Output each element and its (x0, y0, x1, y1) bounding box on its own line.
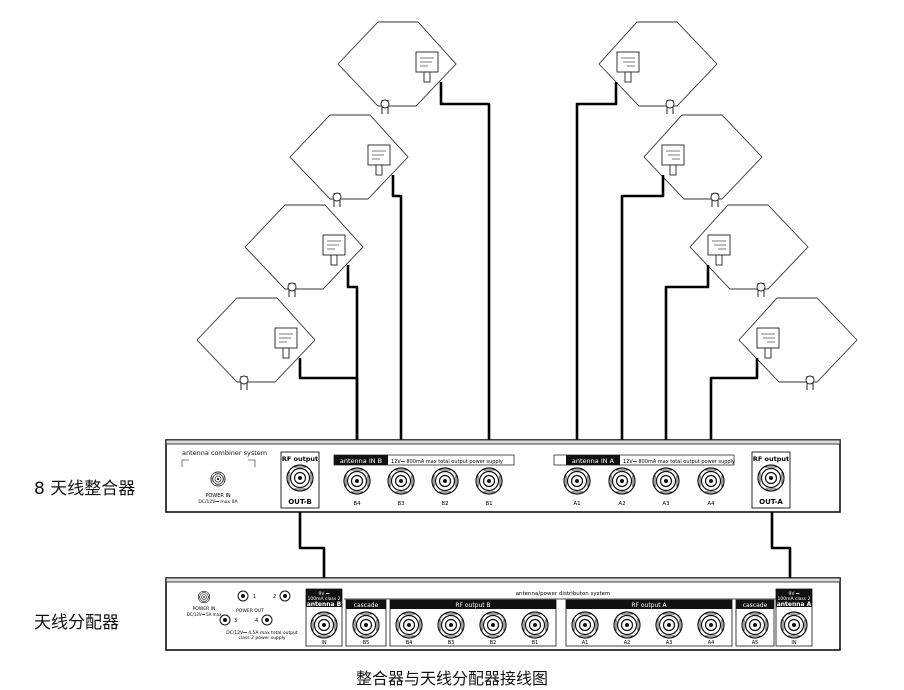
antenna-left-1 (337, 21, 457, 115)
distributor-port-b2: B2 (490, 640, 497, 646)
combiner-power-jack[interactable] (210, 471, 226, 487)
distributor-ant-b-spec-2: 100mA class 2 (308, 596, 341, 602)
distributor-power-jack[interactable] (197, 590, 211, 604)
distributor-port-a1: A1 (582, 640, 589, 646)
distributor-power-out: POWER OUT (236, 608, 264, 614)
combiner-group-a: antenna IN A (572, 457, 615, 465)
distributor-power-out-label-4: 4 (255, 618, 258, 624)
combiner-port-a3: A3 (662, 501, 670, 507)
combiner-port-b2: B2 (441, 501, 448, 507)
combiner-out-a-label: OUT-A (759, 498, 783, 506)
distributor-out-b4-jack[interactable] (395, 611, 423, 639)
distributor-ant-b-title: antenna B (307, 601, 342, 608)
distributor-out-b1-jack[interactable] (521, 611, 549, 639)
distributor-power-spec: DC/12V⎓ 5A max (187, 612, 222, 617)
distributor-port-b4: B4 (406, 640, 413, 646)
distributor-power-out-4[interactable] (261, 614, 273, 626)
antenna-left-3 (244, 204, 364, 298)
antenna-left-4 (196, 297, 316, 391)
combiner-unit: antenna combiner system POWER IN DC/12V⎓… (165, 439, 841, 513)
distributor-power-out-label-1: 1 (253, 594, 256, 600)
combiner-port-a1: A1 (573, 501, 580, 507)
distributor-port-b3: B3 (448, 640, 455, 646)
combiner-out-b-label: OUT-B (288, 498, 312, 506)
combiner-name: antenna combiner system (182, 449, 267, 457)
combiner-out-b-jack[interactable] (286, 464, 314, 492)
distributor-cascade-a-jack[interactable] (741, 611, 769, 639)
combiner-power-label: POWER IN (205, 493, 231, 499)
distributor-ant-a-title: antenna A (777, 601, 812, 608)
combiner-in-b4-jack[interactable] (343, 467, 371, 495)
distributor-out-a2-jack[interactable] (613, 611, 641, 639)
combiner-rf-output-a: RF output (753, 455, 789, 463)
distributor-out-a1-jack[interactable] (571, 611, 599, 639)
distributor-cascade-b-port: B5 (363, 640, 370, 646)
diagram-caption: 整合器与天线分配器接线图 (355, 669, 548, 688)
distributor-ant-b-spec-1: 9V ⎓ (319, 591, 330, 597)
antenna-left-2 (289, 114, 409, 208)
combiner-rf-output-b: RF output (282, 455, 318, 463)
distributor-cascade-a-port: A5 (752, 640, 759, 646)
combiner-port-a4: A4 (707, 501, 715, 507)
combiner-in-a2-jack[interactable] (608, 467, 636, 495)
combiner-power-spec: DC/12V⎓ max 0A (198, 499, 238, 505)
combiner-label: 8 天线整合器 (34, 479, 136, 499)
combiner-in-b3-jack[interactable] (387, 467, 415, 495)
combiner-in-a3-jack[interactable] (652, 467, 680, 495)
combiner-in-a4-jack[interactable] (697, 467, 725, 495)
distributor-port-b1: B1 (532, 640, 539, 646)
distributor-in-a-label: IN (791, 640, 796, 646)
combiner-supply-a: 12V⎓ 800mA max total output power supply (623, 459, 735, 465)
distributor-in-b-jack[interactable] (310, 611, 338, 639)
distributor-port-a3: A3 (666, 640, 673, 646)
distributor-out-a4-jack[interactable] (697, 611, 725, 639)
distributor-power-note-2: class 2 power supply (238, 635, 285, 641)
distributor-in-a-jack[interactable] (780, 611, 808, 639)
distributor-cascade-a: cascade (743, 602, 768, 609)
distributor-power-out-3[interactable] (219, 614, 231, 626)
distributor-power-note-1: DC/12V⎓ 4.5A max total output (226, 630, 298, 636)
distributor-in-b-label: IN (321, 640, 326, 646)
distributor-port-a2: A2 (624, 640, 631, 646)
combiner-group-b: antenna IN B (340, 457, 382, 465)
distributor-cascade-b: cascade (354, 602, 379, 609)
distributor-rf-output-a: RF output A (631, 602, 667, 609)
combiner-port-a2: A2 (618, 501, 625, 507)
distributor-out-a3-jack[interactable] (655, 611, 683, 639)
distributor-label: 天线分配器 (34, 613, 119, 633)
distributor-power-label: POWER IN (193, 606, 216, 612)
distributor-port-a4: A4 (708, 640, 715, 646)
distributor-power-out-2[interactable] (279, 590, 291, 602)
combiner-out-a-jack[interactable] (757, 464, 785, 492)
distributor-power-out-1[interactable] (237, 590, 249, 602)
distributor-name: antenna/power distributon system (516, 591, 611, 597)
combiner-port-b4: B4 (353, 501, 361, 507)
combiner-supply-b: 12V⎓ 800mA max total output power supply (391, 459, 503, 465)
antenna-cables (298, 82, 792, 594)
combiner-port-b1: B1 (485, 501, 492, 507)
combiner-in-b1-jack[interactable] (475, 467, 503, 495)
distributor-power-out-label-3: 3 (234, 618, 237, 624)
combiner-port-b3: B3 (397, 501, 405, 507)
distributor-ant-a-spec-2: 100mA class 2 (778, 596, 811, 602)
distributor-power-out-label-2: 2 (273, 594, 276, 600)
distributor-out-b3-jack[interactable] (437, 611, 465, 639)
combiner-in-a1-jack[interactable] (563, 467, 591, 495)
distributor-ant-a-spec-1: 9V ⎓ (789, 591, 800, 597)
distributor-unit: antenna/power distributon system POWER I… (165, 577, 841, 651)
combiner-in-b2-jack[interactable] (431, 467, 459, 495)
distributor-rf-output-b: RF output B (455, 602, 490, 609)
distributor-out-b2-jack[interactable] (479, 611, 507, 639)
distributor-cascade-b-jack[interactable] (352, 611, 380, 639)
